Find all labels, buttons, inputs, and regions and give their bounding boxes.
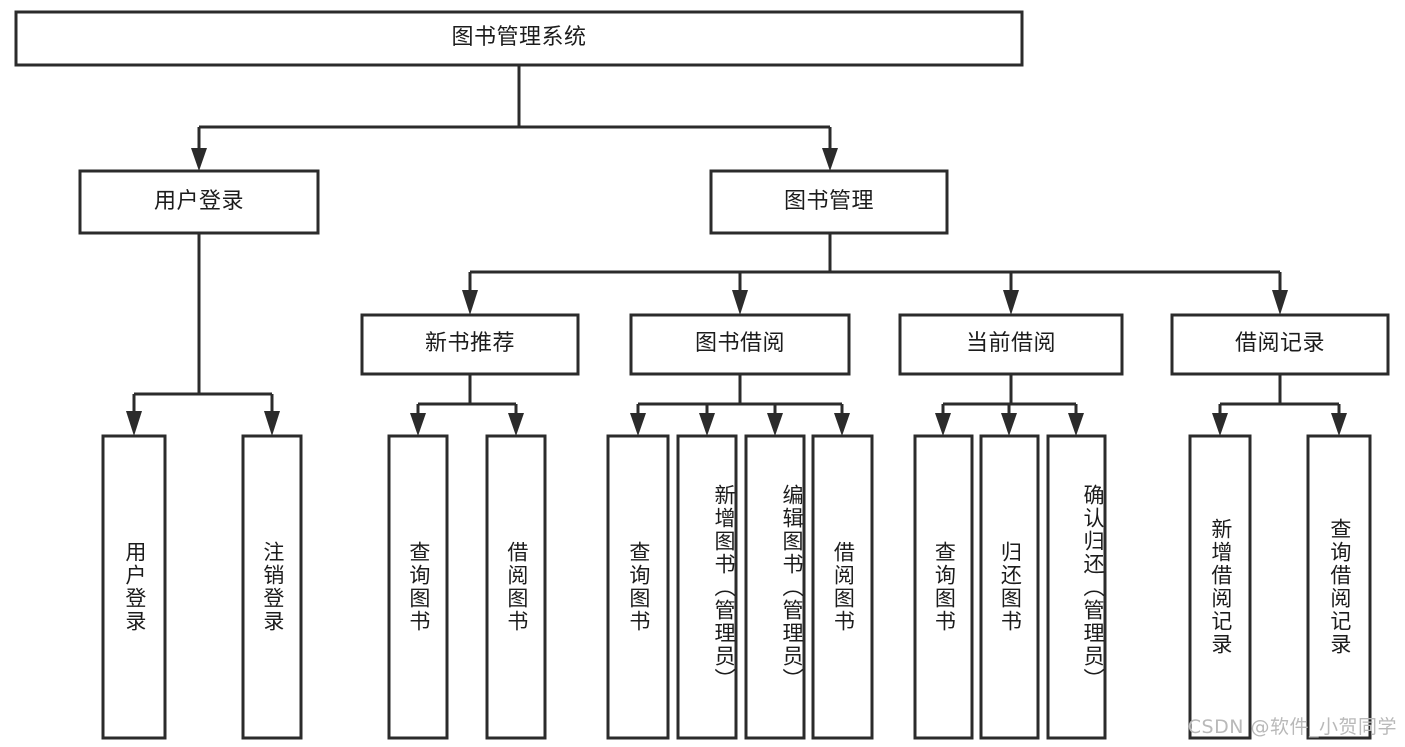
arrow-to-l4-query-loan-record [1331,413,1347,436]
box-l4-confirm-return[interactable] [1046,434,1107,740]
label-l2-user-login: 用户登录 [153,188,244,214]
arrow-to-l3-new-book-rec [462,290,478,315]
arrow-to-l4-borrow-book-b [834,413,850,436]
box-l4-user-login[interactable] [101,434,167,740]
label-l4-query-book-b: 查询图书 [626,541,651,633]
arrow-to-l4-confirm-return [1068,413,1084,436]
label-l4-query-book-c: 查询图书 [932,541,957,633]
label-l4-query-loan-record: 查询借阅记录 [1327,518,1352,656]
box-l4-add-loan-record[interactable] [1188,434,1252,740]
arrow-to-l3-book-borrow [732,290,748,315]
box-l4-borrow-book-a[interactable] [485,434,547,740]
arrow-to-l4-query-book-a [410,413,426,436]
label-l4-query-book-a: 查询图书 [406,541,431,633]
node-boxes [14,10,1390,740]
box-l4-logout[interactable] [241,434,303,740]
arrow-to-l3-current-loan [1003,290,1019,315]
arrow-to-l4-edit-book [767,413,783,436]
arrow-to-l4-add-loan-record [1212,413,1228,436]
label-root: 图书管理系统 [451,25,587,51]
arrow-to-l3-loan-record [1272,290,1288,315]
arrow-to-l4-query-book-b [630,413,646,436]
label-l4-add-book: 新增图书（管理员） [712,483,736,691]
connectors [126,65,1347,436]
arrow-to-l4-query-book-c [935,413,951,436]
label-l4-confirm-return: 确认归还（管理员） [1081,483,1105,691]
arrow-root-to-user-login [191,148,207,171]
box-l4-add-book[interactable] [676,434,738,740]
box-l4-query-book-b[interactable] [606,434,670,740]
arrow-to-l4-logout [264,411,280,436]
box-l4-return-book[interactable] [979,434,1040,740]
label-l4-user-login: 用户登录 [122,541,147,633]
arrow-to-l4-return-book [1001,413,1017,436]
box-l4-query-book-c[interactable] [913,434,974,740]
label-l3-new-book-rec: 新书推荐 [424,331,515,357]
box-l2-user-login[interactable] [78,169,320,235]
label-l3-current-loan: 当前借阅 [965,331,1056,357]
label-l4-borrow-book-b: 借阅图书 [831,541,856,633]
arrow-to-l4-user-login [126,411,142,436]
label-l4-edit-book: 编辑图书（管理员） [780,483,804,691]
label-l4-add-loan-record: 新增借阅记录 [1208,518,1233,656]
box-l4-query-book-a[interactable] [387,434,449,740]
arrow-root-to-book-manage [822,148,838,171]
label-l4-borrow-book-a: 借阅图书 [504,541,529,633]
box-root[interactable] [14,10,1024,67]
label-l3-loan-record: 借阅记录 [1234,331,1325,357]
box-l4-query-loan-record[interactable] [1306,434,1372,740]
label-l4-return-book: 归还图书 [998,541,1023,633]
box-l3-current-loan[interactable] [898,313,1124,376]
box-l3-new-book-rec[interactable] [360,313,580,376]
arrow-to-l4-add-book [699,413,715,436]
label-l4-logout: 注销登录 [260,541,285,633]
arrow-to-l4-borrow-book-a [508,413,524,436]
label-l3-book-borrow: 图书借阅 [694,331,785,357]
box-l4-borrow-book-b[interactable] [811,434,874,740]
label-l2-book-manage: 图书管理 [783,188,874,214]
